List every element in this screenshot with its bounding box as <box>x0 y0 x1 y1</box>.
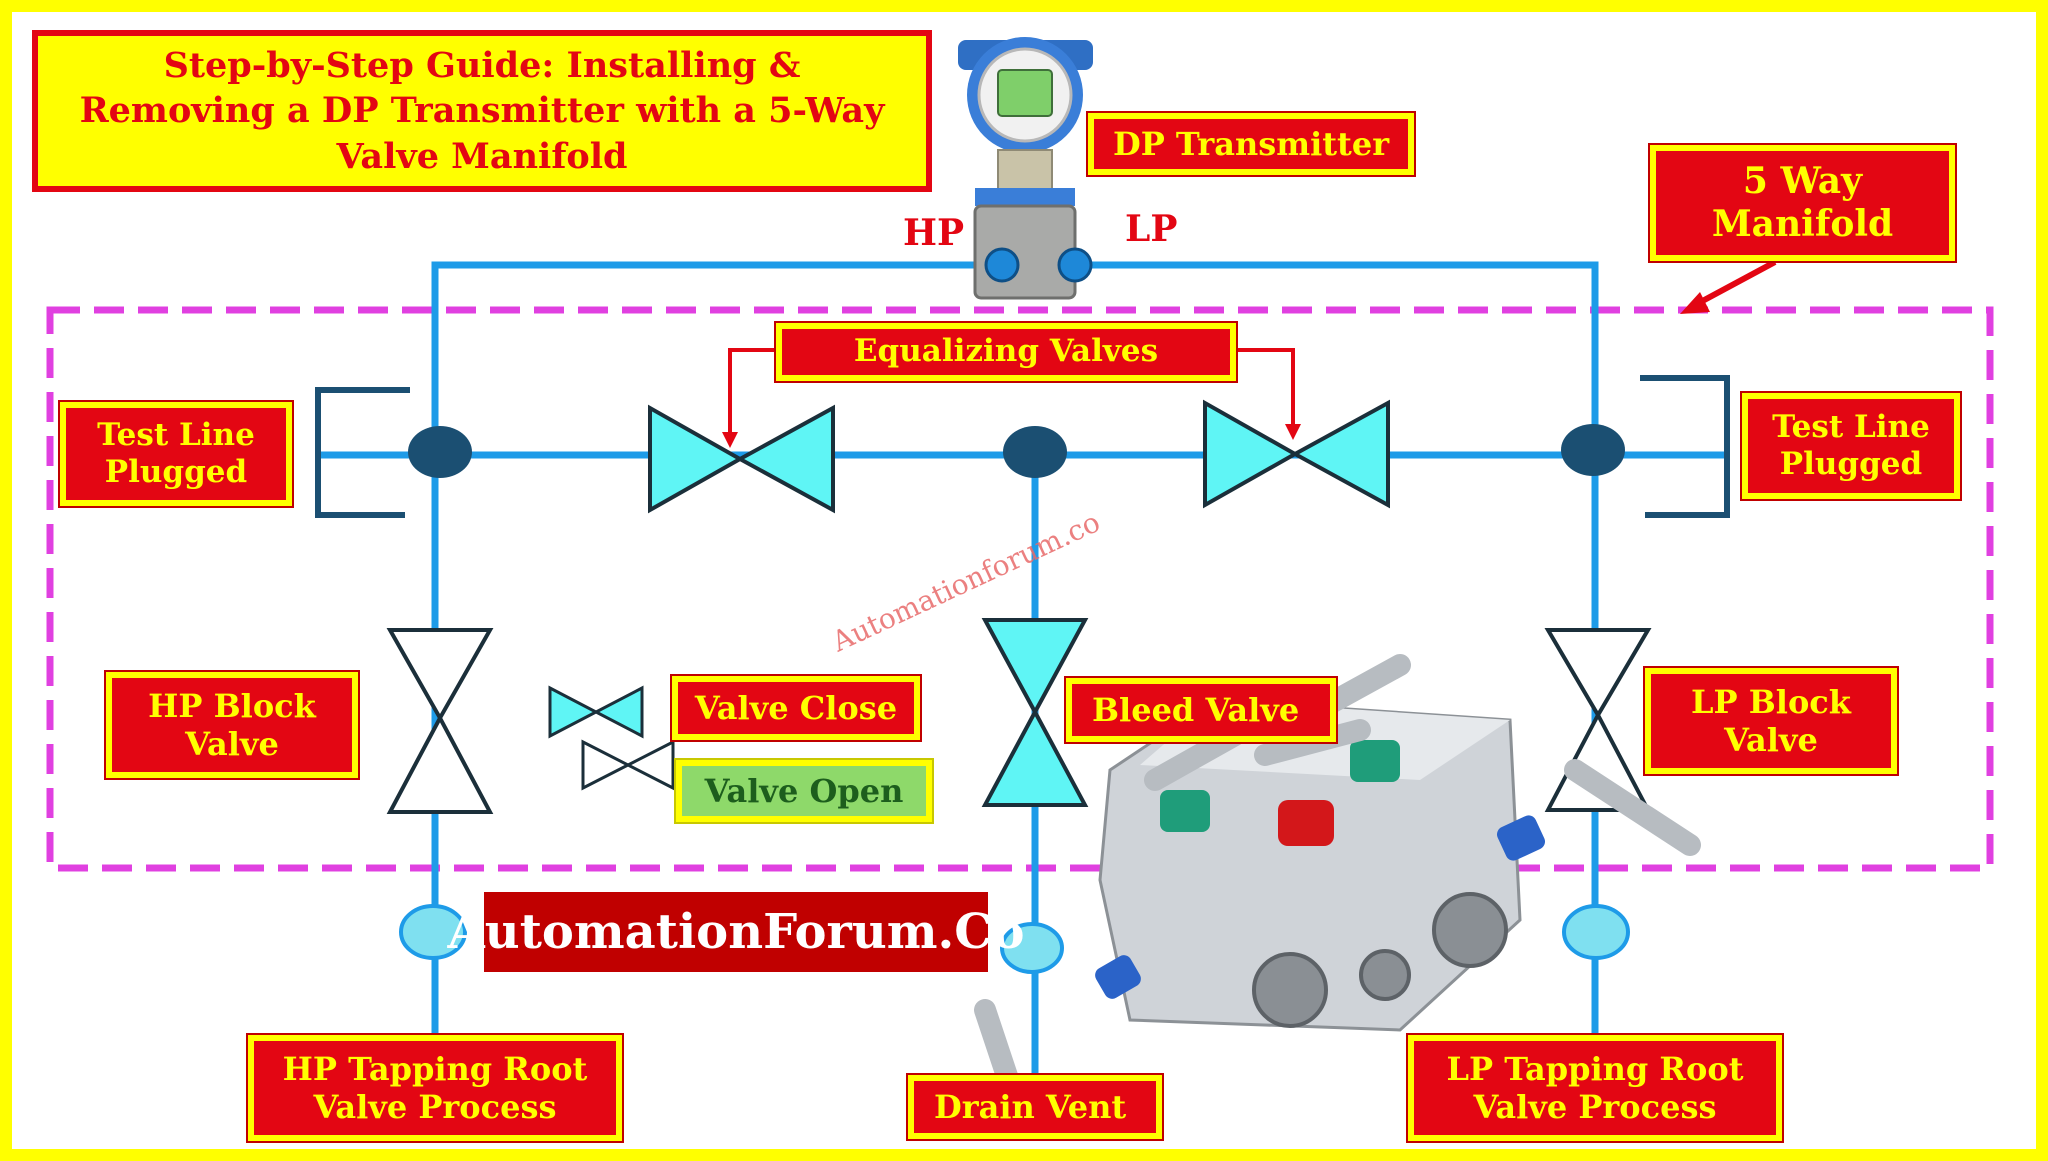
lp-tapping-root-label: LP Tapping Root Valve Process <box>1406 1033 1784 1143</box>
equalizing-valves-label: Equalizing Valves <box>774 321 1238 383</box>
manifold-port-center <box>1359 949 1411 1001</box>
hp-tapping-root-label: HP Tapping Root Valve Process <box>246 1033 624 1143</box>
page-title: Step-by-Step Guide: Installing & Removin… <box>32 30 932 192</box>
right-pointer-arrowhead <box>1285 424 1301 440</box>
manifold-pointer <box>1693 259 1777 308</box>
hp-port-icon <box>984 247 1020 283</box>
lp-tapping-line-2: Valve Process <box>1473 1088 1717 1126</box>
red-cap-center <box>1278 800 1334 846</box>
equalizing-valves-text: Equalizing Valves <box>853 333 1159 370</box>
right-test-line-line-1: Test Line <box>1772 408 1930 445</box>
right-junction-node <box>1561 424 1625 476</box>
hp-port-label: HP <box>903 212 965 254</box>
lp-port-label: LP <box>1125 208 1178 250</box>
right-test-plug-bracket <box>1640 375 1730 518</box>
manifold-label-line-2: Manifold <box>1711 203 1894 245</box>
hp-block-valve-label: HP Block Valve <box>104 670 360 780</box>
green-cap-right <box>1350 740 1400 782</box>
dp-transmitter-label: DP Transmitter <box>1086 111 1416 177</box>
hp-block-line-1: HP Block <box>148 686 316 725</box>
lp-tapping-line-1: LP Tapping Root <box>1446 1049 1744 1088</box>
brand-text: AutomationForum.Co <box>447 904 1025 960</box>
legend-valve-close-label: Valve Close <box>670 674 922 742</box>
manifold-outline <box>46 306 1994 872</box>
left-pointer-arrowhead <box>722 432 738 448</box>
blue-bonnet-left <box>1095 955 1141 999</box>
drain-vent-label: Drain Vent <box>906 1073 1164 1141</box>
lp-block-valve-label: LP Block Valve <box>1643 666 1899 776</box>
lp-block-line-1: LP Block <box>1691 682 1851 721</box>
left-junction-node <box>408 426 472 478</box>
legend-valve-open-label: Valve Open <box>674 758 934 824</box>
center-junction-node <box>1003 426 1067 478</box>
drain-vent-text: Drain Vent <box>934 1087 1127 1126</box>
manifold-handles <box>974 654 1701 1096</box>
legend-valve-close-icon <box>548 685 644 739</box>
drain-vent-node <box>1000 922 1064 974</box>
handle-2 <box>1254 719 1371 766</box>
bleed-valve-label: Bleed Valve <box>1064 676 1338 744</box>
handle-right <box>1564 759 1701 856</box>
right-equalizing-pointer <box>1233 348 1295 430</box>
dp-transmitter-text: DP Transmitter <box>1112 124 1390 163</box>
brand-logo: AutomationForum.Co <box>448 892 1024 972</box>
hp-block-line-2: Valve <box>185 725 279 763</box>
transmitter-flange-ring <box>975 188 1075 206</box>
legend-valve-open-icon <box>581 739 675 791</box>
lp-block-line-2: Valve <box>1724 721 1818 759</box>
transmitter-body <box>973 204 1077 300</box>
handle-bottom-left <box>974 999 1021 1096</box>
bleed-valve-icon <box>981 618 1089 807</box>
right-test-line-label: Test Line Plugged <box>1740 391 1962 501</box>
manifold-label: 5 Way Manifold <box>1648 143 1957 263</box>
equalizing-pointers <box>728 348 1295 438</box>
valve-close-text: Valve Close <box>694 688 898 727</box>
manifold-label-line-1: 5 Way <box>1742 159 1863 202</box>
lp-port-icon <box>1057 247 1093 283</box>
hp-tapping-line-2: Valve Process <box>313 1088 557 1126</box>
transmitter-neck <box>997 149 1053 191</box>
left-test-line-label: Test Line Plugged <box>58 400 294 508</box>
dp-transmitter-image <box>958 37 1093 300</box>
title-line-3: Valve Manifold <box>336 135 628 177</box>
left-test-line-line-2: Plugged <box>104 454 248 490</box>
handle-1 <box>1144 724 1246 791</box>
right-equalizing-valve-icon <box>1203 399 1390 509</box>
manifold-port-right <box>1432 892 1508 968</box>
lp-tapping-node <box>1562 904 1630 960</box>
left-test-plug-bracket <box>315 387 410 518</box>
left-test-line-line-1: Test Line <box>97 416 255 453</box>
left-equalizing-valve-icon <box>648 404 835 514</box>
manifold-port-left <box>1252 952 1328 1028</box>
bleed-valve-text: Bleed Valve <box>1092 690 1300 729</box>
hp-tapping-line-1: HP Tapping Root <box>282 1049 588 1088</box>
hp-tapping-node <box>399 904 467 960</box>
title-line-1: Step-by-Step Guide: Installing & <box>163 44 801 86</box>
left-equalizing-pointer <box>728 348 780 438</box>
title-line-2: Removing a DP Transmitter with a 5-Way <box>79 90 885 132</box>
transmitter-lcd <box>997 69 1053 117</box>
hp-block-valve-icon <box>386 628 494 814</box>
right-test-line-line-2: Plugged <box>1779 446 1923 482</box>
valve-open-text: Valve Open <box>704 772 904 810</box>
green-cap-left <box>1160 790 1210 832</box>
blue-bonnet-right <box>1496 815 1546 861</box>
manifold-pointer-arrowhead <box>1680 292 1710 314</box>
